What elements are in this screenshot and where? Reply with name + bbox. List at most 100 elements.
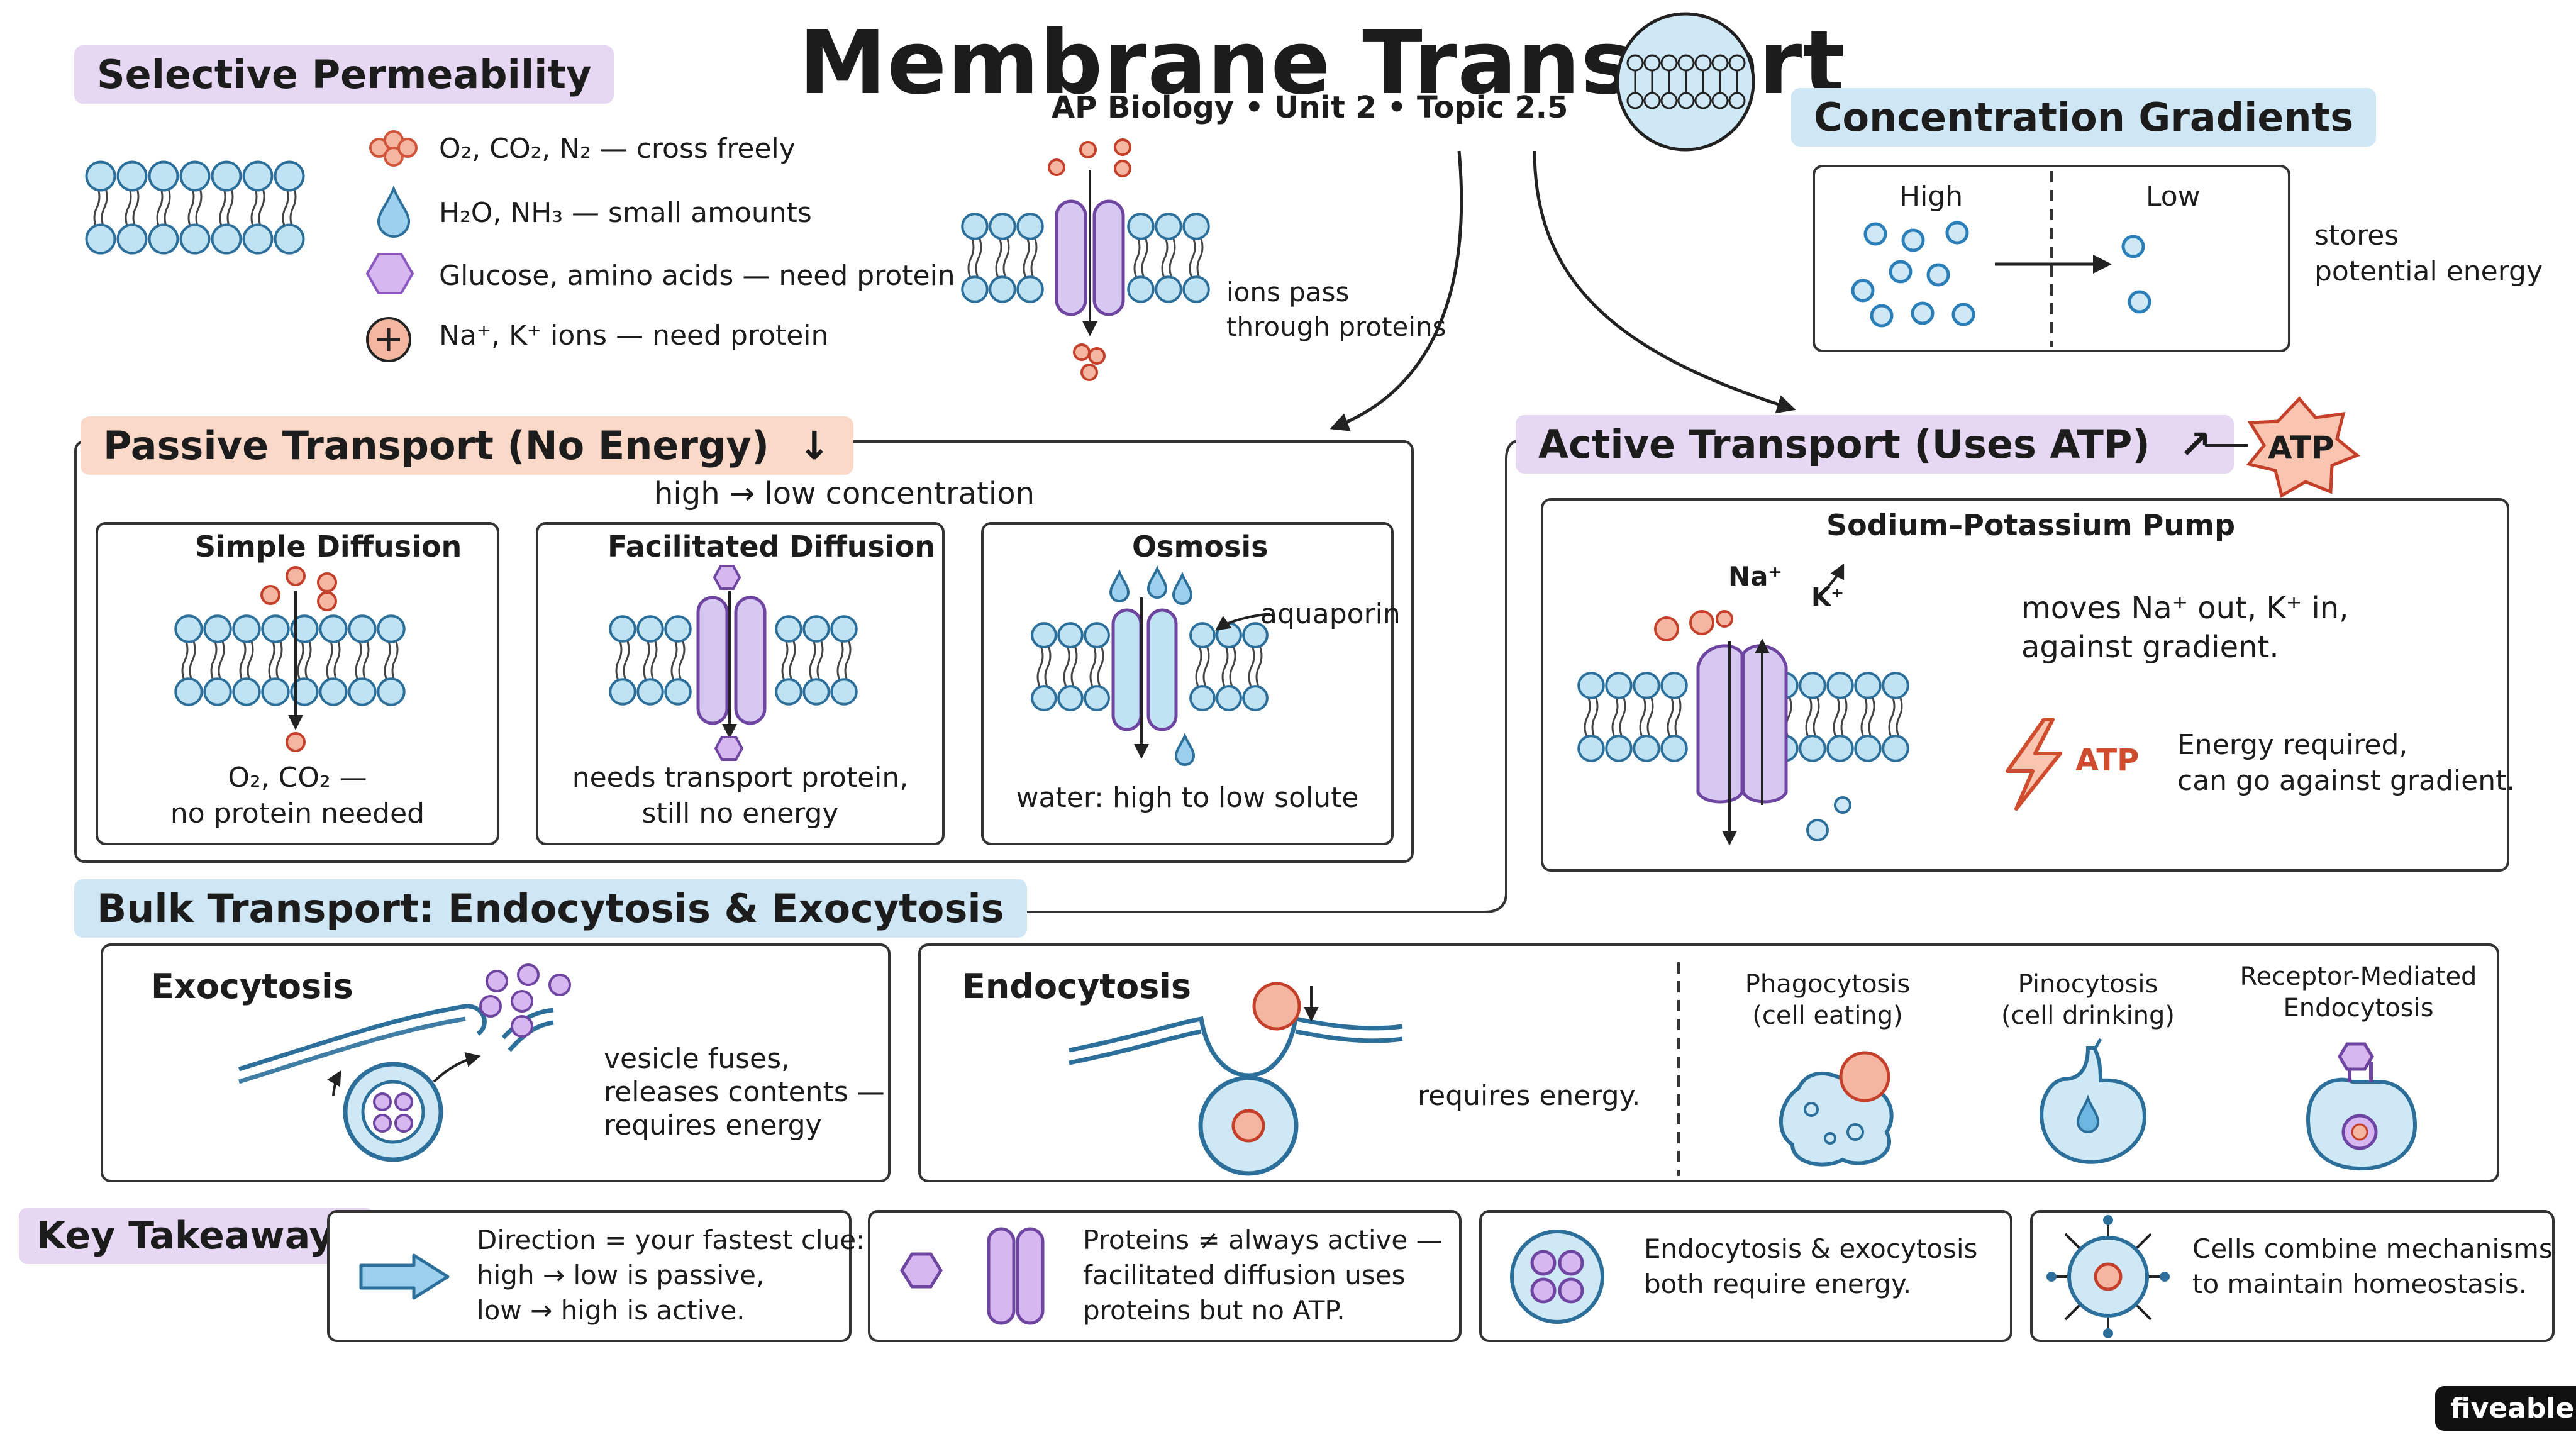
- phospholipid-bilayer: [961, 213, 1210, 303]
- protein-channel: [1055, 199, 1087, 316]
- water-drop: [1172, 571, 1193, 605]
- molecule: [1048, 158, 1065, 176]
- molecule: [286, 566, 306, 586]
- permeability-item: O₂, CO₂, N₂ — cross freely: [439, 133, 796, 165]
- water-drop: [1174, 732, 1196, 766]
- down-arrow-icon: ↓: [797, 423, 831, 469]
- takeaway-text: Direction = your fastest clue: high → lo…: [477, 1224, 865, 1326]
- simple-diffusion-title: Simple Diffusion: [195, 530, 462, 564]
- molecule: [1654, 616, 1679, 641]
- atp-label: ATP: [2075, 743, 2140, 778]
- receptor-mediated-label: Receptor-Mediated Endocytosis: [2240, 962, 2477, 1023]
- endocytosis-diagram: [1069, 982, 1403, 1176]
- molecule: [1114, 160, 1131, 177]
- phospholipid-bilayer: [1031, 622, 1269, 711]
- key-takeaways-heading: Key Takeaways: [19, 1208, 374, 1264]
- divider-line: [1677, 962, 1680, 1176]
- exocytosis-title: Exocytosis: [151, 967, 353, 1006]
- phospholipid-bilayer: [174, 614, 406, 706]
- osmosis-diagram: [1031, 565, 1271, 766]
- passive-transport-heading: Passive Transport (No Energy) ↓: [80, 416, 853, 475]
- protein-channel-icon: [900, 1227, 1045, 1325]
- receptor-mediated-icon: [2306, 1042, 2418, 1171]
- phagocytosis-icon: [1779, 1051, 1894, 1167]
- permeability-item: H₂O, NH₃ — small amounts: [439, 197, 812, 229]
- permeability-item: Glucose, amino acids — need protein: [439, 260, 955, 292]
- endocytosis-title: Endocytosis: [962, 967, 1191, 1006]
- gradient-note: stores potential energy: [2314, 219, 2543, 288]
- takeaway-card: [868, 1210, 1462, 1342]
- endocytosis-description: requires energy.: [1418, 1080, 1641, 1112]
- gas-molecules-icon: [369, 130, 418, 167]
- aquaporin-label: aquaporin: [1260, 598, 1401, 630]
- molecule: [1079, 141, 1097, 158]
- water-drop: [1109, 569, 1130, 602]
- phospholipid-bilayer: [85, 160, 305, 255]
- protein-channel: [696, 596, 729, 725]
- concentration-gradients-heading: Concentration Gradients: [1791, 88, 2377, 147]
- phagocytosis-label: Phagocytosis (cell eating): [1745, 970, 1911, 1030]
- facilitated-diffusion-title: Facilitated Diffusion: [608, 530, 935, 564]
- osmosis-caption: water: high to low solute: [1016, 782, 1359, 814]
- protein-channel: [734, 596, 767, 725]
- molecule: [317, 591, 337, 611]
- water-drop: [1146, 565, 1168, 599]
- pump-title: Sodium–Potassium Pump: [1826, 508, 2235, 542]
- takeaway-text: Cells combine mechanisms to maintain hom…: [2192, 1233, 2553, 1299]
- glucose-molecule: [713, 565, 741, 590]
- takeaway-card: [2030, 1210, 2555, 1342]
- brand-logo: fiveable: [2435, 1386, 2576, 1431]
- molecule: [1114, 138, 1131, 156]
- ion-channel-diagram: [961, 138, 1210, 381]
- osmosis-panel: [981, 522, 1394, 845]
- facilitated-diffusion-caption: needs transport protein, still no energy: [572, 762, 909, 830]
- passive-direction: high → low concentration: [654, 476, 1035, 511]
- endocytosis-panel: [918, 943, 2499, 1182]
- gradient-particles: [1851, 171, 2151, 347]
- exocytosis-description: vesicle fuses, releases contents — requi…: [604, 1043, 885, 1141]
- energy-note: Energy required, can go against gradient…: [2177, 729, 2516, 797]
- osmosis-title: Osmosis: [1132, 530, 1269, 564]
- molecule: [260, 585, 280, 605]
- bulk-transport-heading: Bulk Transport: Endocytosis & Exocytosis: [74, 879, 1027, 938]
- membrane-cell-icon: [1616, 12, 1755, 152]
- atp-badge-label: ATP: [2268, 430, 2334, 466]
- takeaway-text: Endocytosis & exocytosis both require en…: [1644, 1233, 1978, 1299]
- exocytosis-panel: [101, 943, 891, 1182]
- na-label: Na⁺: [1728, 561, 1782, 592]
- gradient-low-label: Low: [2146, 180, 2201, 213]
- exocytosis-diagram: [238, 963, 571, 1162]
- permeability-item: Na⁺, K⁺ ions — need protein: [439, 319, 829, 352]
- active-transport-heading: Active Transport (Uses ATP) ↗: [1516, 415, 2235, 474]
- active-heading-text: Active Transport (Uses ATP): [1538, 421, 2150, 467]
- aquaporin-pointer: [1215, 613, 1271, 631]
- plus-ion-icon: [366, 317, 411, 362]
- brand-text: fiveable: [2450, 1392, 2575, 1424]
- phospholipid-bilayer: [609, 615, 858, 706]
- molecule: [286, 732, 306, 752]
- protein-channel: [1146, 608, 1178, 731]
- simple-diffusion-caption: O₂, CO₂ — no protein needed: [170, 762, 425, 830]
- molecule: [1088, 347, 1106, 365]
- takeaway-text: Proteins ≠ always active — facilitated d…: [1083, 1224, 1443, 1326]
- molecule: [1080, 364, 1098, 381]
- arrow-icon: [359, 1253, 450, 1300]
- water-drop-icon: [377, 185, 411, 238]
- cell-icon: [2046, 1215, 2170, 1338]
- pinocytosis-label: Pinocytosis (cell drinking): [2001, 970, 2175, 1030]
- hexagon-icon: [365, 253, 414, 294]
- molecule: [1806, 819, 1829, 841]
- pinocytosis-icon: [2040, 1038, 2147, 1164]
- pump-protein: [1741, 644, 1788, 804]
- ion-channel-note: ions pass through proteins: [1226, 277, 1446, 342]
- selective-permeability-heading: Selective Permeability: [74, 45, 614, 104]
- glucose-molecule: [714, 736, 744, 761]
- facilitated-diffusion-diagram: [609, 565, 858, 761]
- sodium-potassium-pump-diagram: [1577, 563, 1909, 846]
- page-subtitle: AP Biology • Unit 2 • Topic 2.5: [1052, 90, 1568, 125]
- protein-channel: [1092, 199, 1125, 316]
- lightning-icon: [2006, 718, 2062, 811]
- k-arrow: [1823, 563, 1845, 592]
